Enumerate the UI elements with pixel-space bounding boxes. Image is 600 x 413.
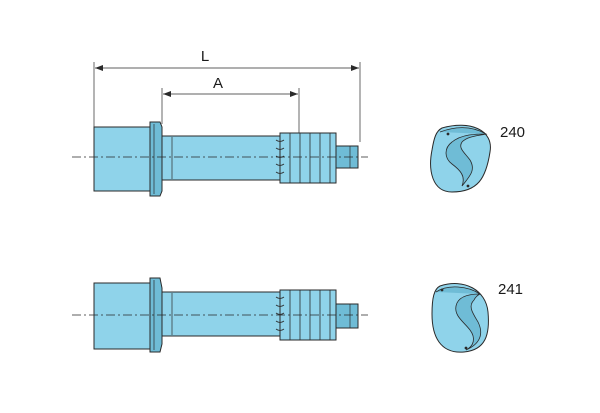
shaft-body [161,291,281,337]
shaft-spline [279,132,337,184]
dimension-label-a: A [213,75,223,92]
shaft-241 [72,277,368,353]
shaft-flange [149,277,163,353]
cam-profile-240: 240 [430,124,525,193]
cam-profile-241: 241 [431,281,523,353]
dimension-label-l: L [201,48,209,65]
shaft-head [93,126,151,192]
variant-code-241: 241 [498,281,523,298]
shaft-head [93,282,151,350]
shaft-pin [335,303,359,329]
shaft-body [161,135,281,181]
variant-code-240: 240 [500,124,525,141]
shaft-flange [149,121,163,197]
cam-groove [439,127,488,187]
dimension-l: L [93,48,361,142]
cam-groove [435,286,482,351]
dimension-a: A [161,75,300,136]
shaft-240 [72,121,368,197]
